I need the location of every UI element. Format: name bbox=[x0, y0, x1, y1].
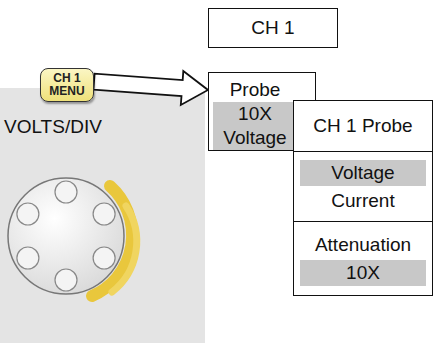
knob-grip bbox=[17, 247, 39, 269]
knob-grip bbox=[55, 269, 77, 291]
control-label: VOLTS/DIV bbox=[4, 116, 102, 138]
submenu-panel: CH 1 ProbeVoltageCurrentAttenuation10X bbox=[293, 100, 433, 296]
option-text: Attenuation bbox=[300, 232, 426, 258]
menu-title-box: CH 1 bbox=[208, 8, 338, 48]
selected-option: Voltage bbox=[300, 160, 426, 186]
button-label: CH 1 MENU bbox=[44, 72, 90, 98]
menu-button: CH 1 MENU bbox=[40, 68, 94, 102]
block-arrow bbox=[93, 71, 208, 105]
menu-value: 10X bbox=[213, 102, 297, 126]
menu-heading: Probe bbox=[213, 78, 297, 102]
option-text: Current bbox=[300, 188, 426, 214]
selected-option: 10X bbox=[300, 260, 426, 286]
volts-div-knob bbox=[8, 178, 124, 294]
submenu-title: CH 1 Probe bbox=[300, 113, 426, 139]
knob-grip bbox=[55, 181, 77, 203]
knob-grip bbox=[93, 203, 115, 225]
box-title: CH 1 bbox=[251, 17, 294, 39]
knob-grips bbox=[17, 181, 115, 291]
knob-grip bbox=[17, 203, 39, 225]
panel-background bbox=[0, 88, 205, 343]
knob-grip bbox=[93, 247, 115, 269]
menu-value: Voltage bbox=[213, 126, 297, 150]
